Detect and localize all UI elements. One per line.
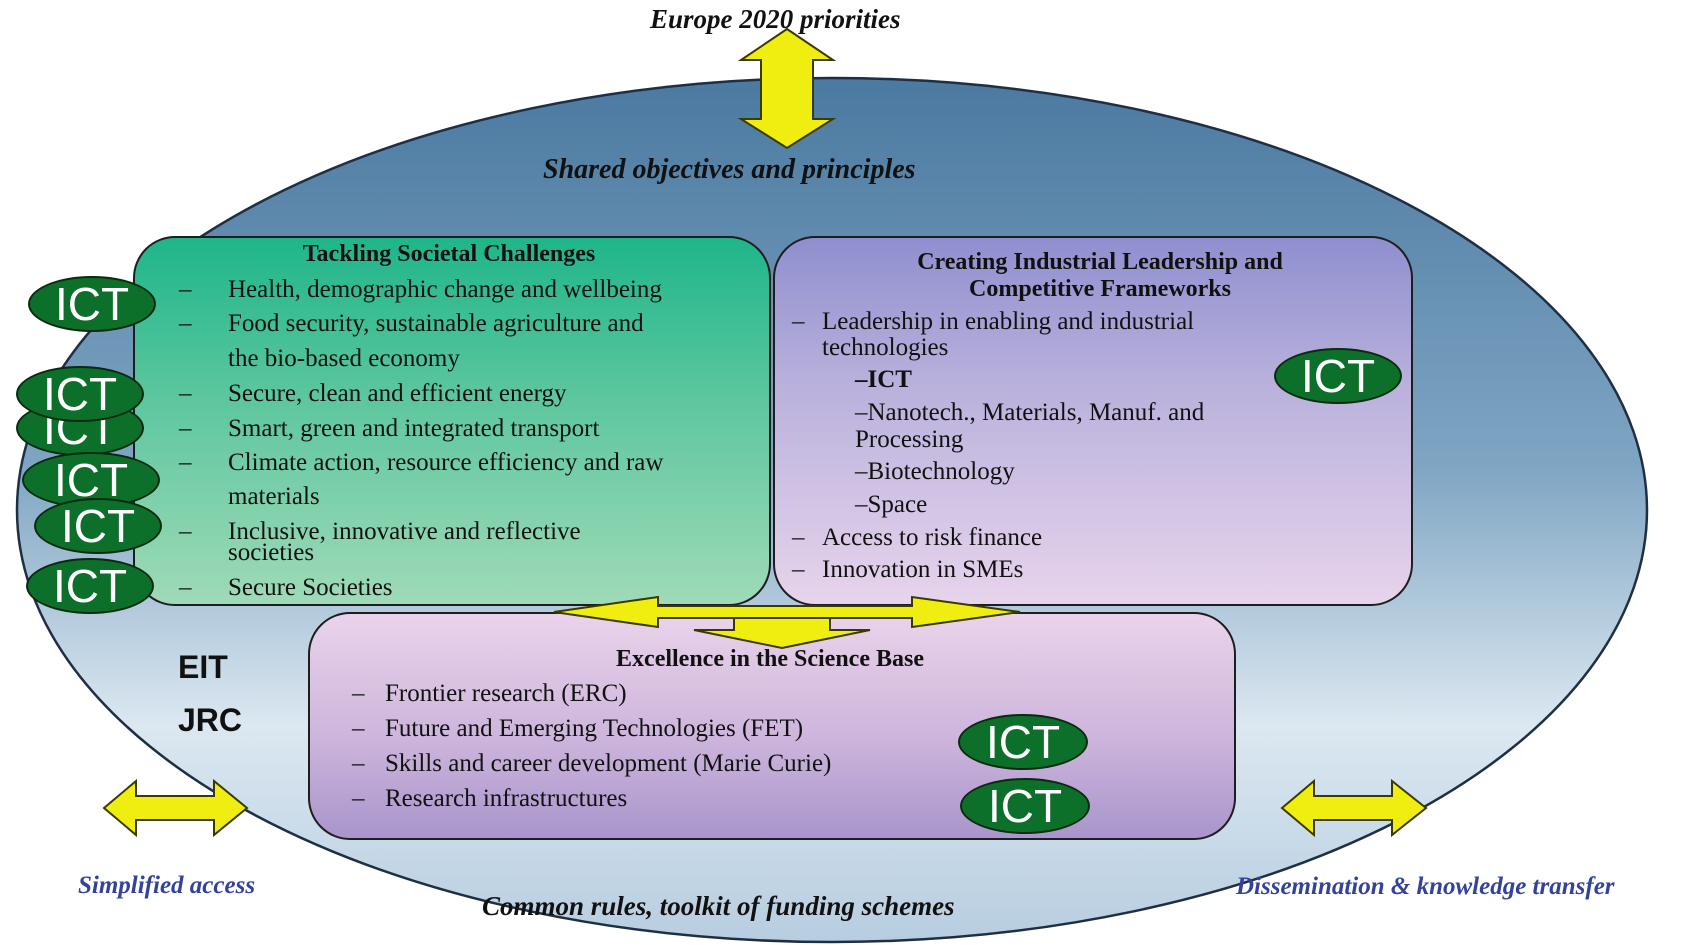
industrial-subitem-biotech: –Biotechnology [855, 458, 1015, 485]
societal-item-climate: Climate action, resource efficiency and … [228, 449, 664, 476]
industrial-title-line1: Creating Industrial Leadership and [917, 249, 1283, 275]
industrial-item-leadership-cont: technologies [822, 334, 949, 361]
societal-title: Tackling Societal Challenges [302, 241, 596, 267]
dash: – [792, 308, 805, 335]
societal-item-health: Health, demographic change and wellbeing [228, 276, 662, 303]
dash: – [792, 556, 805, 583]
industrial-subitem-nanotech: –Nanotech., Materials, Manuf. and [855, 399, 1205, 426]
industrial-subitem-nanotech-cont: Processing [855, 426, 964, 453]
common-rules: Common rules, toolkit of funding schemes [482, 891, 955, 921]
societal-item-food-cont: the bio-based economy [228, 345, 460, 372]
ict-badge: ICT [958, 714, 1088, 770]
societal-item-energy: Secure, clean and efficient energy [228, 380, 567, 407]
science-item-infrastructures: Research infrastructures [385, 785, 628, 812]
societal-item-inclusive: Inclusive, innovative and reflective [228, 518, 581, 545]
societal-item-secure: Secure Societies [228, 574, 393, 601]
europe-2020-priorities: Europe 2020 priorities [650, 4, 901, 34]
shared-objectives: Shared objectives and principles [543, 154, 916, 185]
industrial-item-leadership: Leadership in enabling and industrial [822, 308, 1195, 335]
dash: – [352, 785, 365, 812]
industrial-leadership-box [773, 236, 1413, 606]
dash: – [179, 449, 192, 476]
ict-badge: ICT [26, 558, 154, 614]
ict-badge: ICT [28, 276, 156, 332]
industrial-title-line2: Competitive Frameworks [969, 276, 1231, 302]
societal-challenges-box [133, 236, 771, 606]
societal-item-transport: Smart, green and integrated transport [228, 415, 600, 442]
ict-badge: ICT [16, 366, 144, 422]
dash: – [792, 524, 805, 551]
societal-item-climate-cont: materials [228, 483, 320, 510]
dash: – [179, 574, 192, 601]
connector-down-arrow [693, 617, 871, 650]
jrc-label: JRC [178, 702, 243, 738]
dash: – [352, 715, 365, 742]
dissemination-knowledge-transfer: Dissemination & knowledge transfer [1236, 873, 1615, 900]
ict-badge: ICT [34, 498, 162, 554]
connector-double-arrow [553, 595, 1021, 629]
societal-item-food: Food security, sustainable agriculture a… [228, 310, 644, 337]
dash: – [179, 310, 192, 337]
ict-badge: ICT [960, 778, 1090, 834]
ict-badge: ICT [1274, 348, 1402, 404]
societal-item-inclusive-cont: societies [228, 539, 315, 566]
top-double-arrow [737, 27, 837, 150]
dash: – [179, 415, 192, 442]
science-title: Excellence in the Science Base [616, 646, 924, 672]
left-double-arrow [102, 778, 249, 838]
industrial-item-risk-finance: Access to risk finance [822, 524, 1043, 551]
simplified-access: Simplified access [78, 872, 256, 899]
industrial-subitem-space: –Space [855, 491, 928, 518]
right-double-arrow [1280, 778, 1428, 838]
dash: – [352, 680, 365, 707]
science-item-fet: Future and Emerging Technologies (FET) [385, 715, 804, 742]
industrial-item-smes: Innovation in SMEs [822, 556, 1024, 583]
industrial-subitem-ict: –ICT [855, 366, 912, 393]
dash: – [179, 380, 192, 407]
dash: – [179, 276, 192, 303]
science-item-marie-curie: Skills and career development (Marie Cur… [385, 750, 832, 777]
dash: – [352, 750, 365, 777]
dash: – [179, 518, 192, 545]
science-item-erc: Frontier research (ERC) [385, 680, 627, 707]
eit-label: EIT [178, 649, 228, 685]
